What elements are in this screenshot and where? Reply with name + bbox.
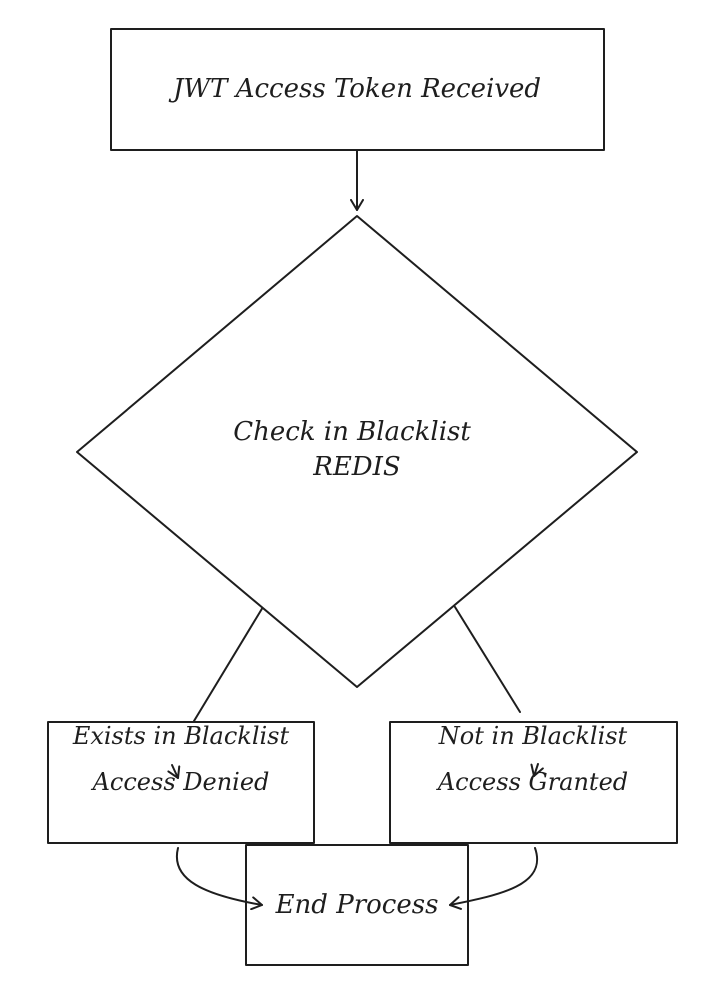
start-label: JWT Access Token Received	[168, 74, 541, 104]
granted-stub-arrow	[530, 763, 544, 777]
granted-box	[389, 721, 678, 844]
denied-box	[47, 721, 315, 844]
start-box	[110, 28, 605, 151]
check-label-line-2: REDIS	[312, 452, 400, 482]
connector-check-to-granted	[454, 606, 521, 713]
arrow-denied-to-end	[175, 847, 263, 911]
granted-label-line-1: Not in Blacklist	[438, 722, 628, 750]
end-node: End Process	[245, 844, 469, 966]
check-label-line-1: Check in Blacklist	[233, 417, 471, 447]
denied-label-line-2: Access Denied	[91, 768, 270, 796]
granted-label-line-2: Access Granted	[436, 768, 628, 796]
end-label: End Process	[275, 890, 439, 920]
granted-node: Not in Blacklist Access Granted	[389, 721, 678, 844]
check-node: Check in Blacklist REDIS	[76, 215, 638, 688]
denied-node: Exists in Blacklist Access Denied	[47, 721, 315, 844]
end-box	[245, 844, 469, 966]
denied-stub-arrow	[167, 764, 181, 779]
connector-check-to-denied	[193, 606, 264, 722]
start-node: JWT Access Token Received	[110, 28, 605, 151]
check-diamond	[76, 215, 638, 688]
denied-label-line-1: Exists in Blacklist	[72, 722, 290, 750]
arrow-granted-to-end	[449, 847, 539, 910]
